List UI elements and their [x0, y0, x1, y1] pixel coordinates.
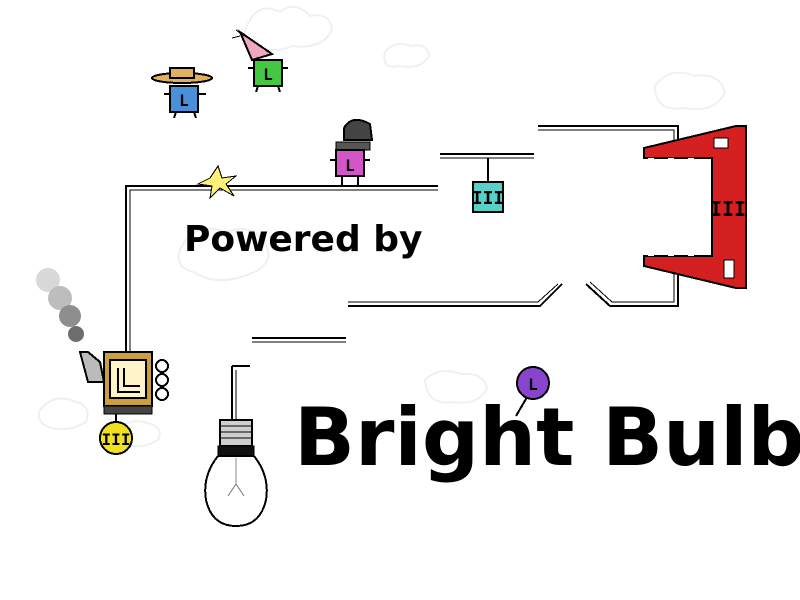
light-bulb-icon: [204, 419, 268, 528]
brand-title: Bright Bulb: [294, 391, 800, 484]
red-machine-label: III: [710, 197, 746, 221]
magenta-bot-letter: L: [345, 156, 355, 175]
green-bot: L: [231, 29, 288, 93]
blue-bot-letter: L: [179, 91, 189, 110]
powered-by-label: Powered by: [184, 219, 423, 260]
red-machine: III: [643, 125, 747, 289]
green-bot-letter: L: [263, 65, 273, 84]
lollipop-icon: L: [513, 366, 550, 417]
engine-coin-label: III: [102, 430, 131, 449]
blue-bot: L: [151, 67, 213, 119]
magenta-bot: L: [330, 118, 374, 186]
engine-machine: III: [78, 351, 169, 455]
lollipop-letter: L: [528, 375, 538, 394]
wire-network: [125, 125, 679, 420]
spark-icon: [196, 164, 238, 200]
hanging-box: III: [472, 158, 505, 213]
smoke-cloud: [36, 268, 84, 342]
hanging-box-label: III: [472, 188, 505, 209]
